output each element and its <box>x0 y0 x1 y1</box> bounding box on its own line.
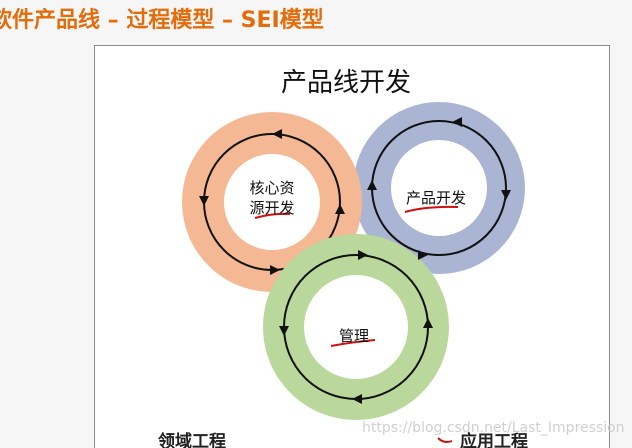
core-arrow-top <box>272 129 282 139</box>
product-arrow-bottom <box>418 250 428 260</box>
diagram-title-text: 产品线开发 <box>280 68 411 98</box>
slide-header-title: 软件产品线 – 过程模型 – SEI模型 <box>0 8 324 33</box>
management-arrow-left <box>279 326 289 336</box>
management-arrows <box>279 250 433 404</box>
core-ring-inner <box>224 154 320 250</box>
core-arrows <box>199 129 345 275</box>
product-arrow-top <box>452 117 462 127</box>
application-engineering-label: 应用工程 <box>460 432 528 448</box>
core-arrow-left <box>199 196 209 206</box>
management-arrow-top <box>358 250 368 260</box>
product-arrow-left <box>367 180 377 190</box>
core-arrow-right <box>335 204 345 214</box>
management-ring-inner <box>304 275 408 379</box>
product-development-ring <box>353 102 525 274</box>
product-arrows <box>367 117 511 260</box>
product-label-underline <box>404 205 459 213</box>
management-arrow-bottom <box>352 394 362 404</box>
footer-mark <box>437 437 453 443</box>
watermark: https://blog.csdn.net/Last_Impression <box>362 420 625 436</box>
management-arrow-right <box>423 318 433 328</box>
core-label-underline <box>254 212 291 219</box>
core-asset-label-line1: 核心资 <box>249 179 295 197</box>
domain-engineering-label: 领域工程 <box>158 432 226 448</box>
management-label: 管理 <box>338 327 369 345</box>
product-arrow-right <box>501 190 511 200</box>
product-ring-inner <box>391 140 487 236</box>
diagram-title: 产品线开发 <box>0 62 632 99</box>
management-label-underline <box>330 339 376 347</box>
core-asset-label: 核心资 源开发 <box>240 178 304 218</box>
core-asset-label-line2: 源开发 <box>249 199 295 217</box>
product-development-label: 产品开发 <box>405 189 466 207</box>
core-arrow-bottom <box>270 265 280 275</box>
